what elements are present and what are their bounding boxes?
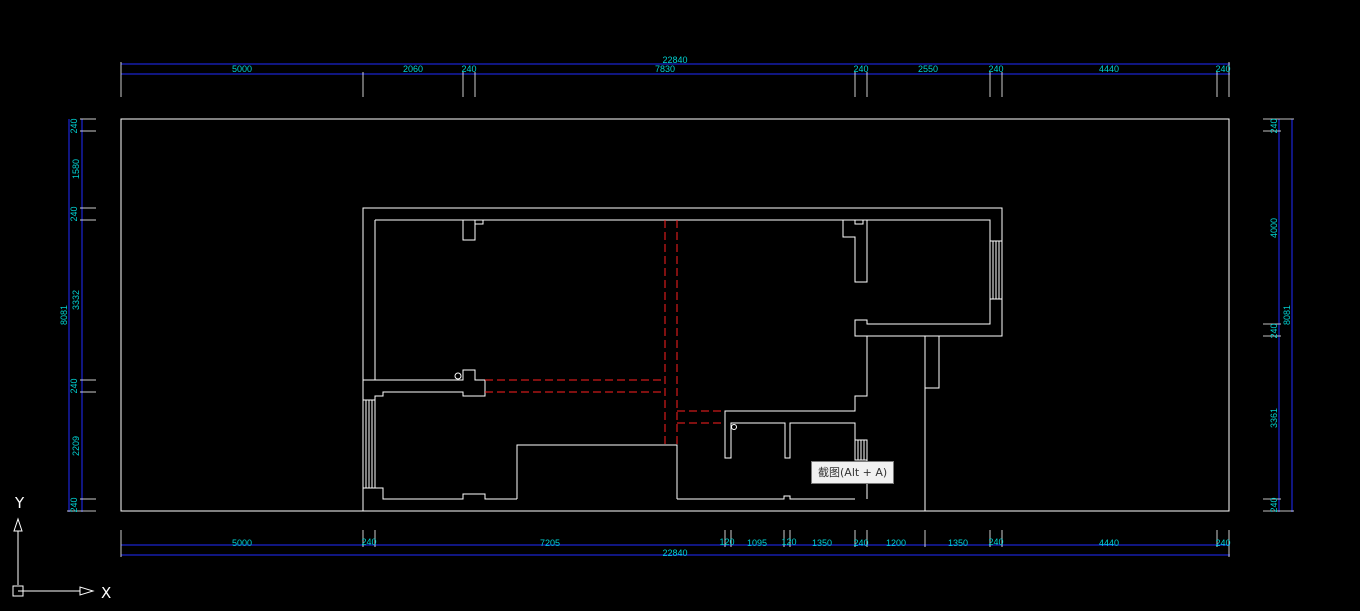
ucs-x-label: X xyxy=(101,584,111,602)
left-dimension-chain[interactable]: 8081 240 1580 240 3332 240 2209 240 xyxy=(59,118,96,513)
dim-bottom-seg-11: 240 xyxy=(988,537,1003,547)
top-dimension-chain[interactable]: 22840 5000 2060 240 7830 240 2550 240 44… xyxy=(120,55,1231,97)
dim-bottom-seg-2: 240 xyxy=(361,537,376,547)
dim-bottom-seg-3: 7205 xyxy=(540,538,560,548)
dim-left-seg-6: 2209 xyxy=(71,436,81,456)
dim-bottom-seg-1: 5000 xyxy=(232,538,252,548)
dim-left-overall: 8081 xyxy=(59,305,69,325)
dim-left-seg-2: 1580 xyxy=(71,159,81,179)
dim-bottom-overall: 22840 xyxy=(662,548,687,558)
dim-left-seg-4: 3332 xyxy=(71,290,81,310)
floor-plan-walls[interactable] xyxy=(362,207,1003,512)
screenshot-tooltip: 截图(Alt + A) xyxy=(811,461,895,484)
demolition-walls[interactable] xyxy=(485,220,725,445)
dim-top-seg-7: 240 xyxy=(988,64,1003,74)
dim-bottom-seg-9: 1200 xyxy=(886,538,906,548)
site-boundary[interactable] xyxy=(120,118,1230,512)
dim-right-overall: 8081 xyxy=(1282,305,1292,325)
dim-bottom-seg-8: 240 xyxy=(853,538,868,548)
dim-top-seg-5: 240 xyxy=(853,64,868,74)
dim-bottom-seg-7: 1350 xyxy=(812,538,832,548)
dim-top-seg-8: 4440 xyxy=(1099,64,1119,74)
dim-right-seg-3: 240 xyxy=(1269,323,1279,338)
dim-right-seg-4: 3361 xyxy=(1269,408,1279,428)
right-dimension-chain[interactable]: 240 4000 240 3361 240 8081 xyxy=(1263,118,1294,513)
dim-left-seg-7: 240 xyxy=(69,497,79,512)
dim-bottom-seg-10: 1350 xyxy=(948,538,968,548)
dim-top-seg-9: 240 xyxy=(1215,64,1230,74)
dim-left-seg-1: 240 xyxy=(69,118,79,133)
dim-top-overall: 22840 xyxy=(662,55,687,65)
dim-bottom-seg-6: 120 xyxy=(781,537,796,547)
dim-bottom-seg-12: 4440 xyxy=(1099,538,1119,548)
dim-top-seg-6: 2550 xyxy=(918,64,938,74)
dim-top-seg-4: 7830 xyxy=(655,64,675,74)
dim-bottom-seg-13: 240 xyxy=(1215,538,1230,548)
dim-right-seg-5: 240 xyxy=(1269,497,1279,512)
dim-top-seg-1: 5000 xyxy=(232,64,252,74)
dim-bottom-seg-4: 120 xyxy=(719,537,734,547)
ucs-axis-icon xyxy=(12,517,95,597)
ucs-y-label: Y xyxy=(14,494,25,512)
dim-top-seg-2: 2060 xyxy=(403,64,423,74)
dim-left-seg-3: 240 xyxy=(69,206,79,221)
dim-bottom-seg-5: 1095 xyxy=(747,538,767,548)
dim-left-seg-5: 240 xyxy=(69,378,79,393)
dim-right-seg-1: 240 xyxy=(1269,118,1279,133)
bottom-dimension-chain[interactable]: 5000 240 7205 120 1095 120 1350 240 1200… xyxy=(120,530,1231,558)
dim-top-seg-3: 240 xyxy=(461,64,476,74)
dim-right-seg-2: 4000 xyxy=(1269,218,1279,238)
